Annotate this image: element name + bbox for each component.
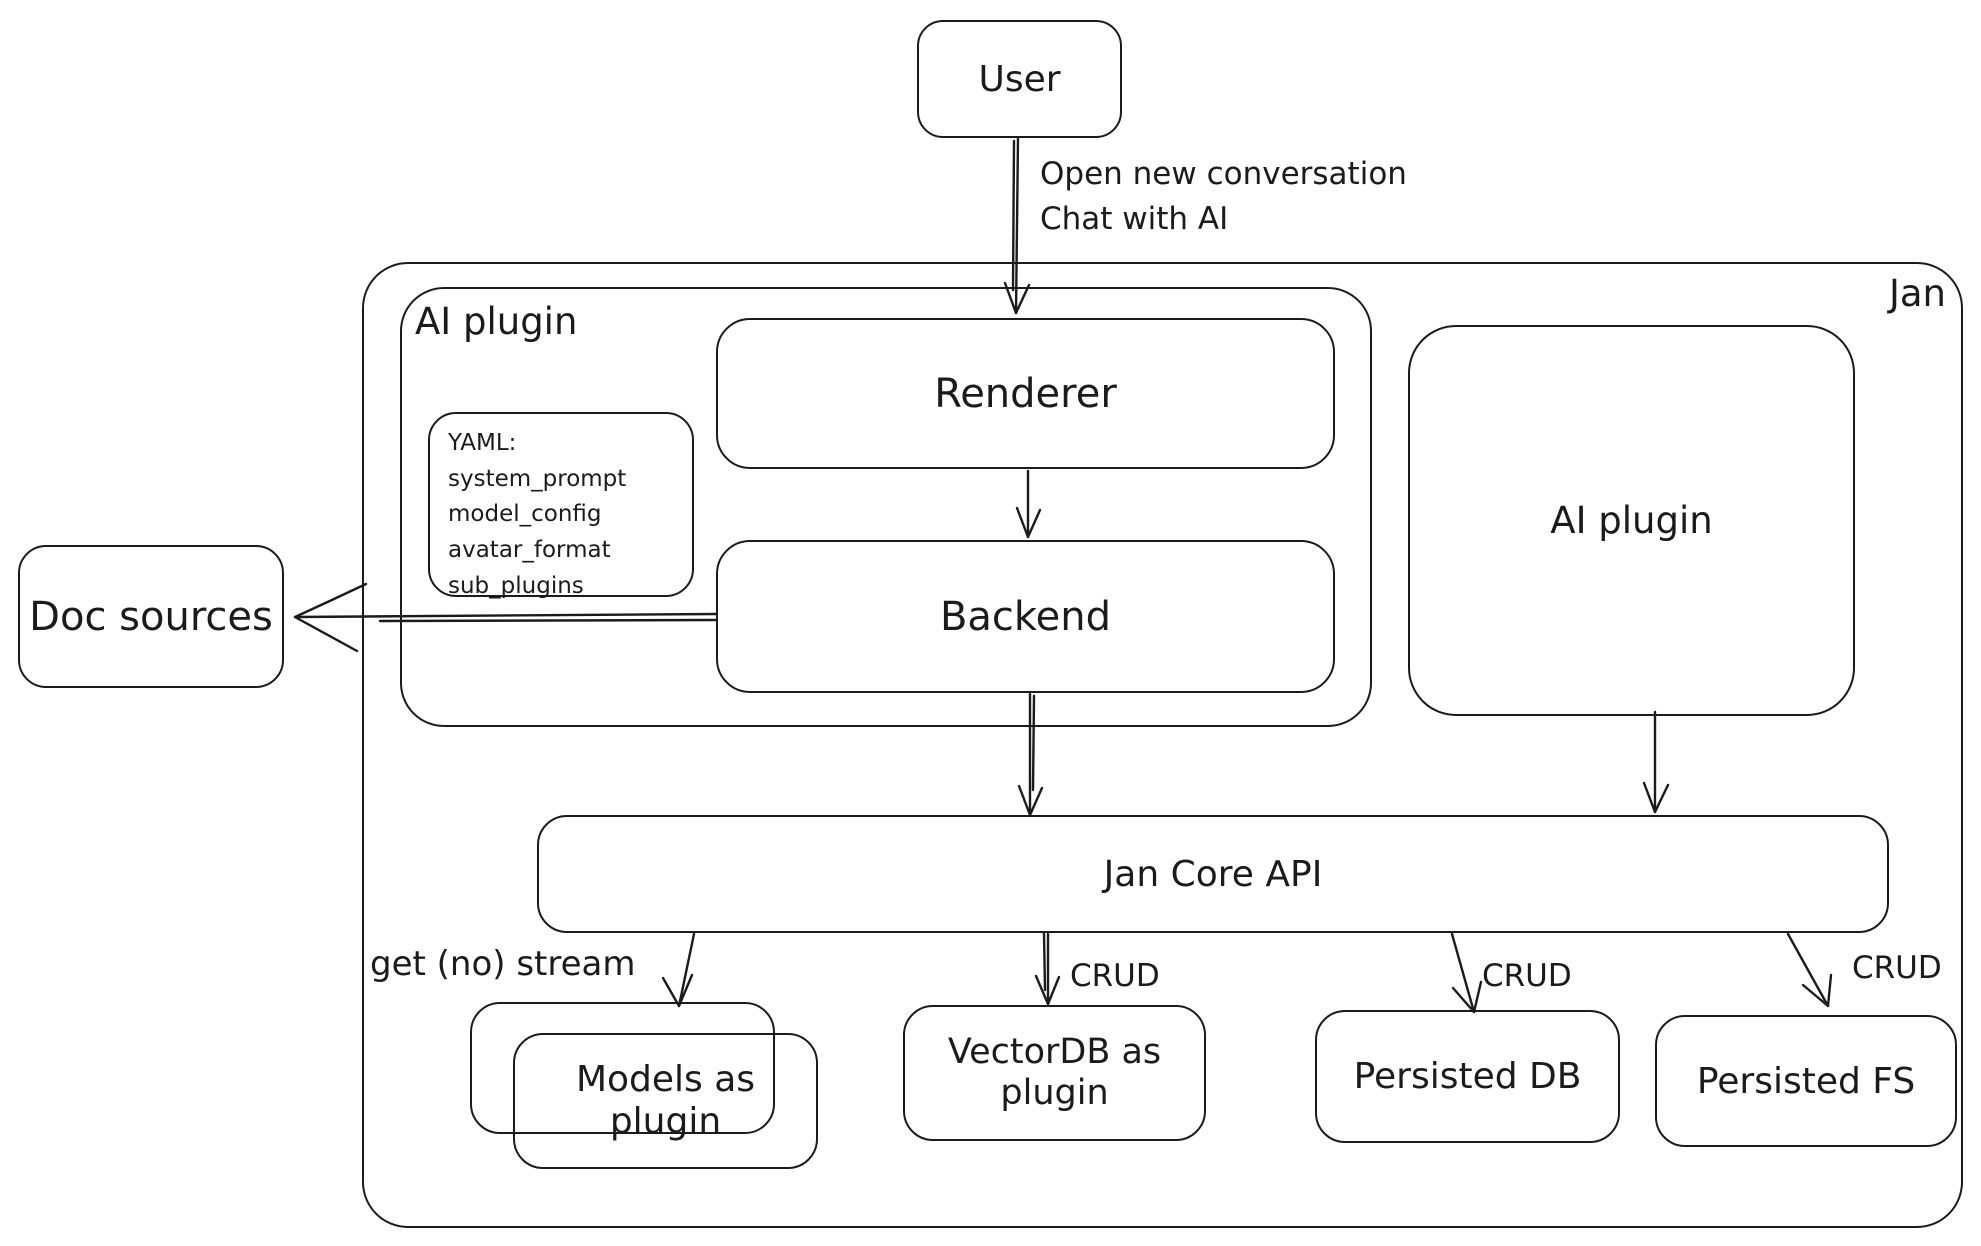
doc-sources-node: Doc sources bbox=[18, 545, 284, 688]
yaml-note-box: YAML: system_prompt model_config avatar_… bbox=[428, 412, 694, 599]
yaml-note-line: sub_plugins bbox=[448, 572, 584, 599]
ai-plugin-container-box bbox=[400, 287, 1372, 727]
jan-core-api-node: Jan Core API bbox=[537, 815, 1889, 933]
backend-node-label: Backend bbox=[939, 593, 1112, 640]
vectordb-plugin-node: VectorDB as plugin bbox=[903, 1005, 1206, 1141]
renderer-node: Renderer bbox=[716, 318, 1335, 469]
models-plugin-back-box bbox=[470, 1002, 775, 1134]
persisted-db-label: Persisted DB bbox=[1353, 1056, 1582, 1097]
persisted-fs-label: Persisted FS bbox=[1696, 1060, 1916, 1102]
doc-sources-label: Doc sources bbox=[29, 593, 273, 640]
jan-container-title: Jan bbox=[1888, 272, 1946, 315]
get-stream-edge-label: get (no) stream bbox=[370, 944, 636, 984]
crud-edge-label-vectordb: CRUD bbox=[1070, 958, 1160, 994]
yaml-note-title: YAML: bbox=[448, 430, 517, 456]
yaml-note-line: system_prompt bbox=[448, 465, 627, 492]
crud-edge-label-persisted-fs: CRUD bbox=[1852, 950, 1942, 986]
vectordb-label-line1: VectorDB as bbox=[947, 1031, 1162, 1072]
renderer-node-label: Renderer bbox=[934, 370, 1117, 417]
yaml-note-line: model_config bbox=[448, 501, 602, 528]
vectordb-label-line2: plugin bbox=[1000, 1073, 1109, 1113]
persisted-db-node: Persisted DB bbox=[1315, 1010, 1620, 1143]
ai-plugin-right-node: AI plugin bbox=[1408, 325, 1855, 716]
user-arrow-label-line1: Open new conversation bbox=[1040, 156, 1407, 192]
models-plugin-label-line2: plugin bbox=[609, 1101, 722, 1142]
persisted-fs-node: Persisted FS bbox=[1655, 1015, 1957, 1147]
models-plugin-label-line1: Models as bbox=[575, 1058, 756, 1100]
ai-plugin-container-title: AI plugin bbox=[415, 300, 578, 343]
user-node: User bbox=[917, 20, 1122, 138]
user-node-label: User bbox=[978, 58, 1061, 100]
crud-edge-label-persisted-db: CRUD bbox=[1482, 958, 1572, 994]
jan-core-api-label: Jan Core API bbox=[1103, 853, 1323, 895]
jan-container-box bbox=[362, 262, 1963, 1228]
user-arrow-label: Open new conversation Chat with AI bbox=[1040, 152, 1407, 242]
ai-plugin-right-label: AI plugin bbox=[1550, 499, 1713, 542]
user-arrow-label-line2: Chat with AI bbox=[1040, 200, 1229, 237]
yaml-note-line: avatar_format bbox=[448, 536, 611, 563]
models-plugin-node: Models as plugin bbox=[513, 1033, 818, 1169]
backend-node: Backend bbox=[716, 540, 1335, 693]
